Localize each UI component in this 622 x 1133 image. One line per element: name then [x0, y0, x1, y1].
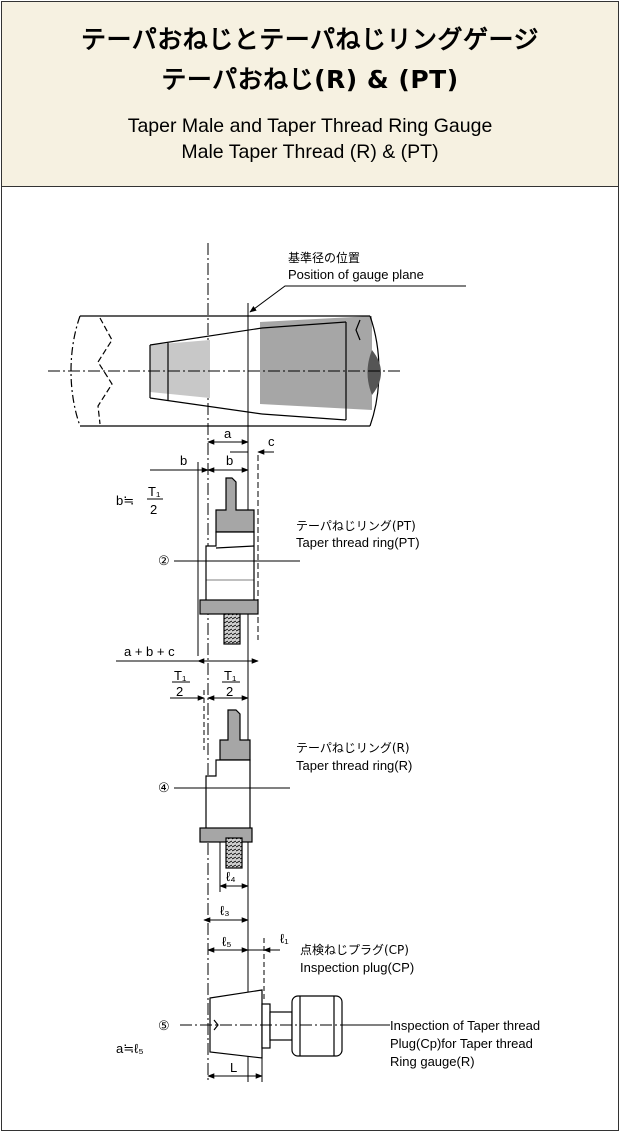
dim-t1-l-top: T₁	[174, 668, 187, 683]
dim-l4: ℓ₄	[226, 869, 236, 884]
title-ja-line1: テーパおねじとテーパねじリングゲージ	[80, 25, 539, 54]
title-header: テーパおねじとテーパねじリングゲージ テーパおねじ(R) & (PT) Tape…	[1, 1, 619, 187]
title-ja-line2: テーパおねじ(R) & (PT)	[161, 65, 459, 94]
dim-t1-l-bottom: 2	[176, 684, 183, 699]
inspection-note-3: Ring gauge(R)	[390, 1054, 475, 1069]
ring-r-ja: テーパねじリング(R)	[296, 741, 410, 755]
dimension-l3-l4	[203, 842, 249, 923]
dim-b-left: b	[180, 453, 187, 468]
ring-r-en: Taper thread ring(R)	[296, 758, 412, 773]
inspection-note-1: Inspection of Taper thread	[390, 1018, 540, 1033]
dim-l1: ℓ₁	[280, 931, 289, 946]
ring-gauge-pt	[199, 477, 259, 645]
dim-c: c	[268, 434, 275, 449]
inspection-note-2: Plug(Cp)for Taper thread	[390, 1036, 533, 1051]
dim-l3: ℓ₃	[220, 903, 230, 918]
dim-abc: a + b + c	[124, 644, 175, 659]
marker-2: ②	[158, 553, 170, 568]
title-en-line1: Taper Male and Taper Thread Ring Gauge	[127, 115, 493, 137]
marker-4: ④	[158, 780, 170, 795]
plug-cp-en: Inspection plug(CP)	[300, 960, 414, 975]
marker-5: ⑤	[158, 1018, 170, 1033]
dim-t1-bottom: 2	[150, 502, 157, 517]
dim-a-approx-l5: a≒ℓ₅	[116, 1041, 144, 1056]
inspection-plug	[209, 989, 343, 1059]
dim-t1-r-top: T₁	[224, 668, 237, 683]
dim-b-right: b	[226, 453, 233, 468]
dim-L: L	[230, 1060, 237, 1075]
title-en-line2: Male Taper Thread (R) & (PT)	[181, 141, 439, 163]
dim-a: a	[224, 426, 232, 441]
plug-cp-ja: 点検ねじプラグ(CP)	[300, 943, 409, 957]
gauge-plane-en: Position of gauge plane	[288, 267, 424, 282]
dim-t1-r-bottom: 2	[226, 684, 233, 699]
reference-lines	[207, 243, 249, 1082]
dimension-L	[207, 1058, 263, 1082]
ring-pt-en: Taper thread ring(PT)	[296, 535, 420, 550]
gauge-plane-ja: 基準径の位置	[288, 250, 360, 265]
dimension-abc-total	[116, 658, 259, 750]
male-taper-pipe	[48, 315, 402, 427]
ring-gauge-r	[199, 709, 253, 869]
gauge-plane-leader	[249, 285, 466, 313]
dim-l5: ℓ₅	[222, 934, 231, 949]
dim-b-approx: b≒	[116, 493, 134, 508]
dimension-l5-l1	[207, 938, 280, 1000]
ring-pt-ja: テーパねじリング(PT)	[296, 519, 416, 533]
dim-t1-top: T₁	[148, 484, 161, 499]
